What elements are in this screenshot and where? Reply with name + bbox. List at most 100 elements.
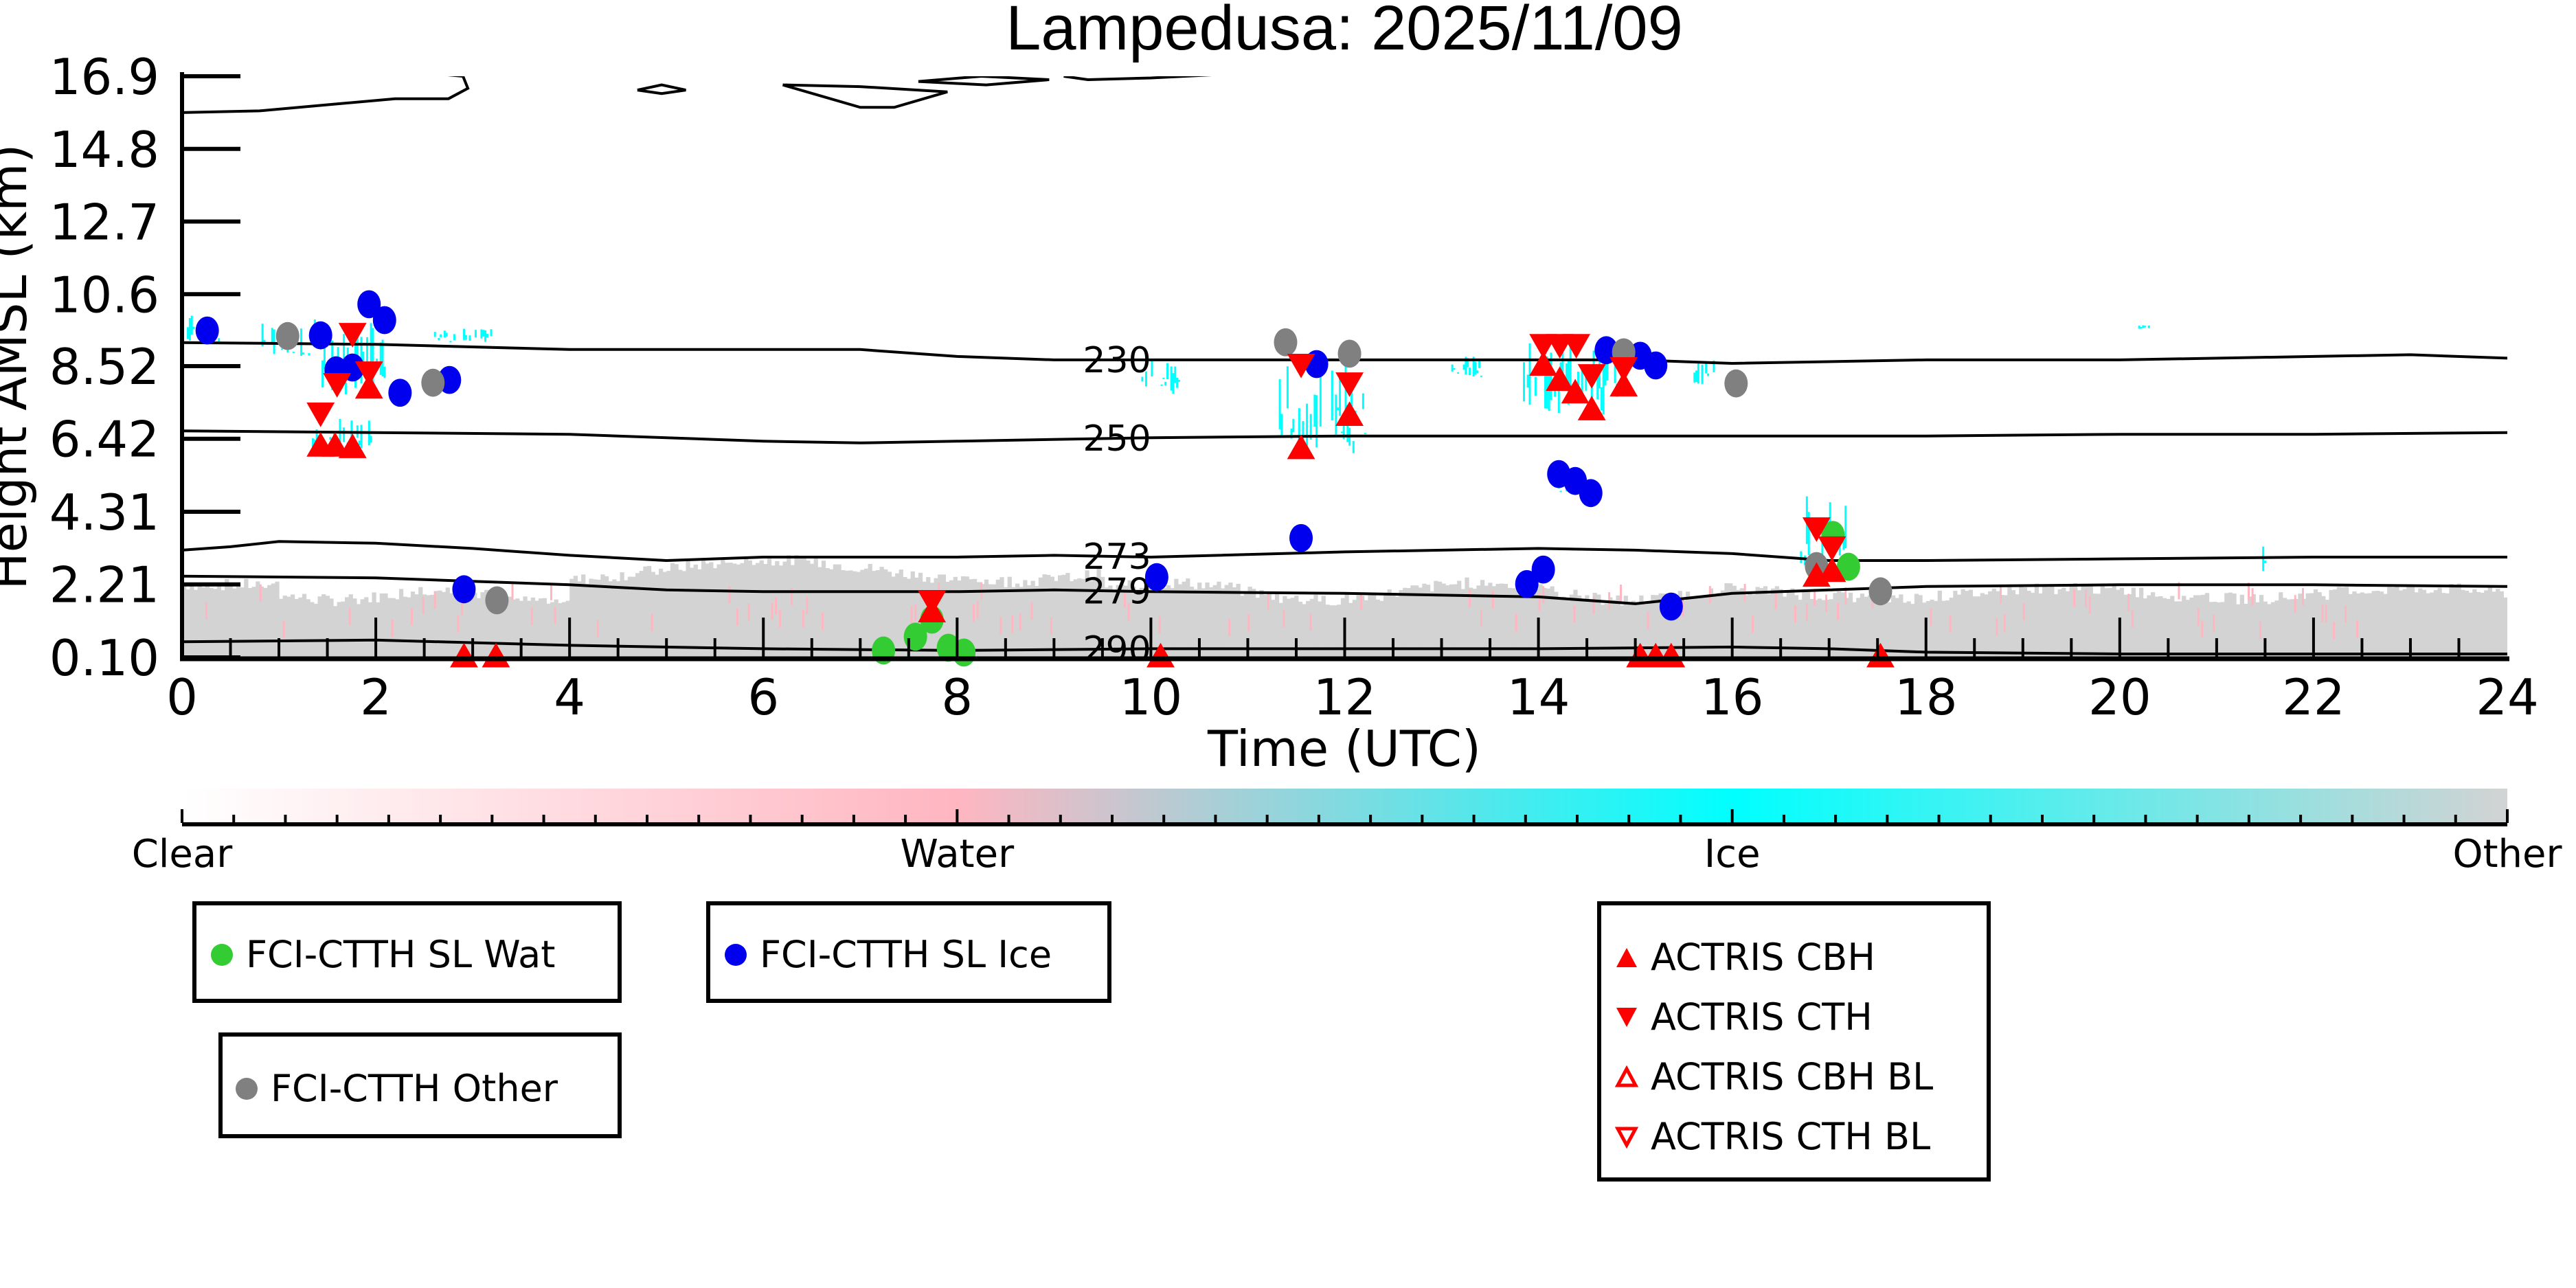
legend-fci-other: FCI-CTTH Other: [218, 1032, 622, 1138]
other-class-column: [1209, 587, 1214, 657]
other-class-column: [422, 594, 427, 657]
ice-class-streak: [1705, 362, 1708, 374]
other-class-column: [2503, 597, 2507, 657]
other-class-column: [1620, 605, 1625, 657]
other-class-column: [1658, 593, 1663, 657]
other-class-column: [1278, 602, 1283, 657]
other-class-column: [1155, 588, 1160, 657]
other-class-column: [2379, 591, 2384, 657]
contour-label-279: 279: [1083, 571, 1151, 612]
ice-class-streak: [1469, 368, 1471, 376]
water-class-streak: [1491, 591, 1494, 609]
ice-class-streak: [1302, 421, 1304, 443]
water-class-streak: [2213, 614, 2215, 632]
other-class-column: [964, 576, 969, 657]
ice-class-streak: [1476, 370, 1479, 374]
colorbar-label-clear: Clear: [132, 832, 233, 877]
other-class-column: [2418, 588, 2423, 657]
other-class-column: [1890, 595, 1896, 657]
other-class-column: [1972, 596, 1977, 657]
ice-class-streak: [1462, 364, 1465, 370]
other-class-column: [569, 578, 574, 657]
other-class-column: [2395, 585, 2399, 657]
other-class-column: [914, 577, 919, 657]
other-class-column: [2480, 592, 2485, 657]
other-class-column: [1410, 585, 1415, 657]
other-class-column: [1127, 580, 1132, 657]
ice-class-streak: [187, 327, 190, 339]
ice-class-streak: [1544, 369, 1547, 409]
other-class-column: [1061, 574, 1066, 657]
ice-class-streak: [1844, 506, 1847, 549]
other-class-column: [1313, 594, 1318, 657]
legend-actris: ACTRIS CBH ACTRIS CTH ACTRIS CBH BL ACTR…: [1597, 901, 1991, 1182]
other-class-column: [1953, 591, 1958, 657]
other-class-column: [267, 585, 272, 657]
other-class-column: [759, 560, 764, 657]
ice-class-streak: [300, 328, 303, 357]
data-point: [421, 368, 445, 397]
other-class-column: [1996, 591, 2000, 657]
other-class-column: [225, 578, 229, 657]
other-class-column: [2092, 594, 2097, 657]
other-class-column: [286, 596, 291, 657]
ice-class-streak: [1151, 358, 1153, 377]
other-class-column: [976, 582, 981, 657]
other-class-column: [1394, 596, 1400, 657]
data-point: [1335, 372, 1364, 397]
other-class-column: [1193, 589, 1198, 657]
other-class-column: [333, 606, 338, 657]
other-class-column: [2224, 593, 2229, 657]
ice-class-streak: [1695, 370, 1698, 383]
water-class-streak: [1542, 586, 1545, 604]
other-class-column: [1035, 586, 1039, 657]
ice-class-streak: [261, 324, 264, 347]
other-class-column: [1441, 583, 1446, 657]
other-class-column: [1318, 601, 1322, 657]
other-class-column: [2123, 594, 2128, 657]
other-class-column: [325, 596, 330, 657]
legend-label: ACTRIS CTH: [1651, 995, 1873, 1039]
water-class-streak: [391, 619, 394, 637]
data-point: [321, 432, 350, 457]
other-class-column: [368, 602, 373, 657]
ice-class-streak: [484, 330, 487, 342]
triangle-up-filled-icon: [1616, 947, 1637, 967]
data-point: [1724, 369, 1748, 398]
other-class-column: [1887, 602, 1892, 657]
other-class-column: [511, 599, 516, 657]
other-class-column: [705, 563, 710, 657]
other-class-column: [1829, 599, 1833, 657]
other-class-column: [1937, 590, 1942, 657]
other-class-column: [2399, 590, 2404, 657]
other-class-column: [2026, 590, 2031, 657]
other-class-column: [1449, 584, 1454, 657]
data-point: [1577, 396, 1606, 420]
other-class-column: [1763, 586, 1768, 657]
other-class-column: [306, 599, 310, 657]
data-point: [388, 379, 412, 407]
water-class-streak: [1127, 603, 1130, 621]
y-axis-label: Height AMSL (km): [0, 144, 38, 590]
other-class-column: [809, 563, 815, 657]
ice-class-streak: [1290, 428, 1293, 439]
other-class-column: [2154, 596, 2159, 657]
ice-class-streak: [321, 360, 324, 388]
water-class-streak: [1283, 609, 1285, 628]
other-class-column: [681, 571, 687, 657]
other-class-column: [2085, 586, 2090, 657]
ice-class-streak: [1278, 379, 1281, 429]
other-class-column: [2426, 593, 2430, 657]
ice-class-streak: [453, 334, 455, 341]
other-class-column: [2088, 585, 2093, 657]
other-class-column: [2336, 587, 2342, 657]
other-class-column: [1739, 588, 1745, 657]
water-class-streak: [410, 608, 413, 626]
other-class-column: [728, 563, 733, 657]
water-class-streak: [1814, 589, 1816, 607]
other-class-column: [1825, 600, 1830, 657]
other-class-column: [2228, 592, 2233, 657]
other-class-column: [1581, 600, 1585, 657]
other-class-column: [1352, 600, 1357, 657]
data-point: [1287, 434, 1315, 460]
